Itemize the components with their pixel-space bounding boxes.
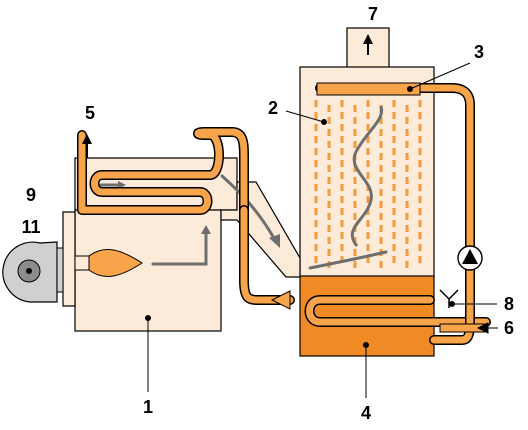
blower — [2, 241, 64, 303]
callout-7: 7 — [368, 4, 378, 24]
callout-9: 9 — [26, 185, 36, 205]
callout-2: 2 — [268, 98, 278, 118]
flue-exit-arrow-icon — [82, 134, 92, 158]
sump-tank — [299, 275, 435, 357]
drain-funnel-icon — [439, 289, 459, 308]
callout-6: 6 — [504, 318, 514, 338]
callout-1: 1 — [143, 397, 153, 417]
coil-arrow — [270, 290, 291, 310]
callout-11: 11 — [21, 217, 40, 237]
flame-icon — [88, 249, 143, 277]
callout-4: 4 — [361, 403, 371, 423]
exhaust-arrow-icon — [363, 34, 373, 55]
burner-plate — [62, 211, 76, 307]
pump-icon — [457, 245, 483, 271]
coil-pipes — [77, 83, 491, 345]
leader-lines — [145, 62, 498, 398]
gas-wave — [350, 105, 384, 247]
spray-distributor — [316, 82, 421, 96]
callout-3: 3 — [474, 42, 484, 62]
burner-nozzle — [74, 255, 90, 271]
callout-8: 8 — [504, 294, 514, 314]
callout-5: 5 — [85, 103, 95, 123]
